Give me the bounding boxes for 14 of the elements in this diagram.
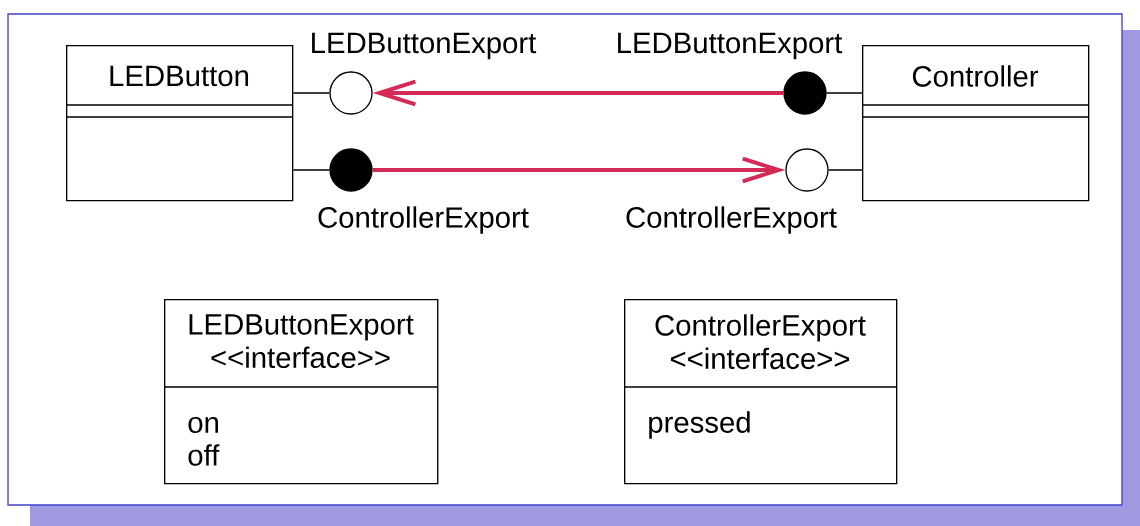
port-label: ControllerExport	[318, 206, 529, 234]
port-label: LEDButtonExport	[618, 32, 843, 60]
interface-box: ControllerExport <<interface>> pressed	[623, 299, 898, 485]
arrow	[372, 79, 784, 107]
connector-line	[826, 92, 863, 94]
connector-line	[828, 169, 863, 171]
interface-box: LEDButtonExport <<interface>> on off	[163, 299, 439, 485]
arrow	[372, 156, 786, 184]
connector-line	[292, 169, 330, 171]
class-box: LEDButton	[65, 45, 294, 202]
class-box: Controller	[861, 45, 1090, 202]
port-label: ControllerExport	[626, 206, 837, 234]
connector-line	[292, 92, 330, 94]
port-label: LEDButtonExport	[312, 32, 537, 60]
